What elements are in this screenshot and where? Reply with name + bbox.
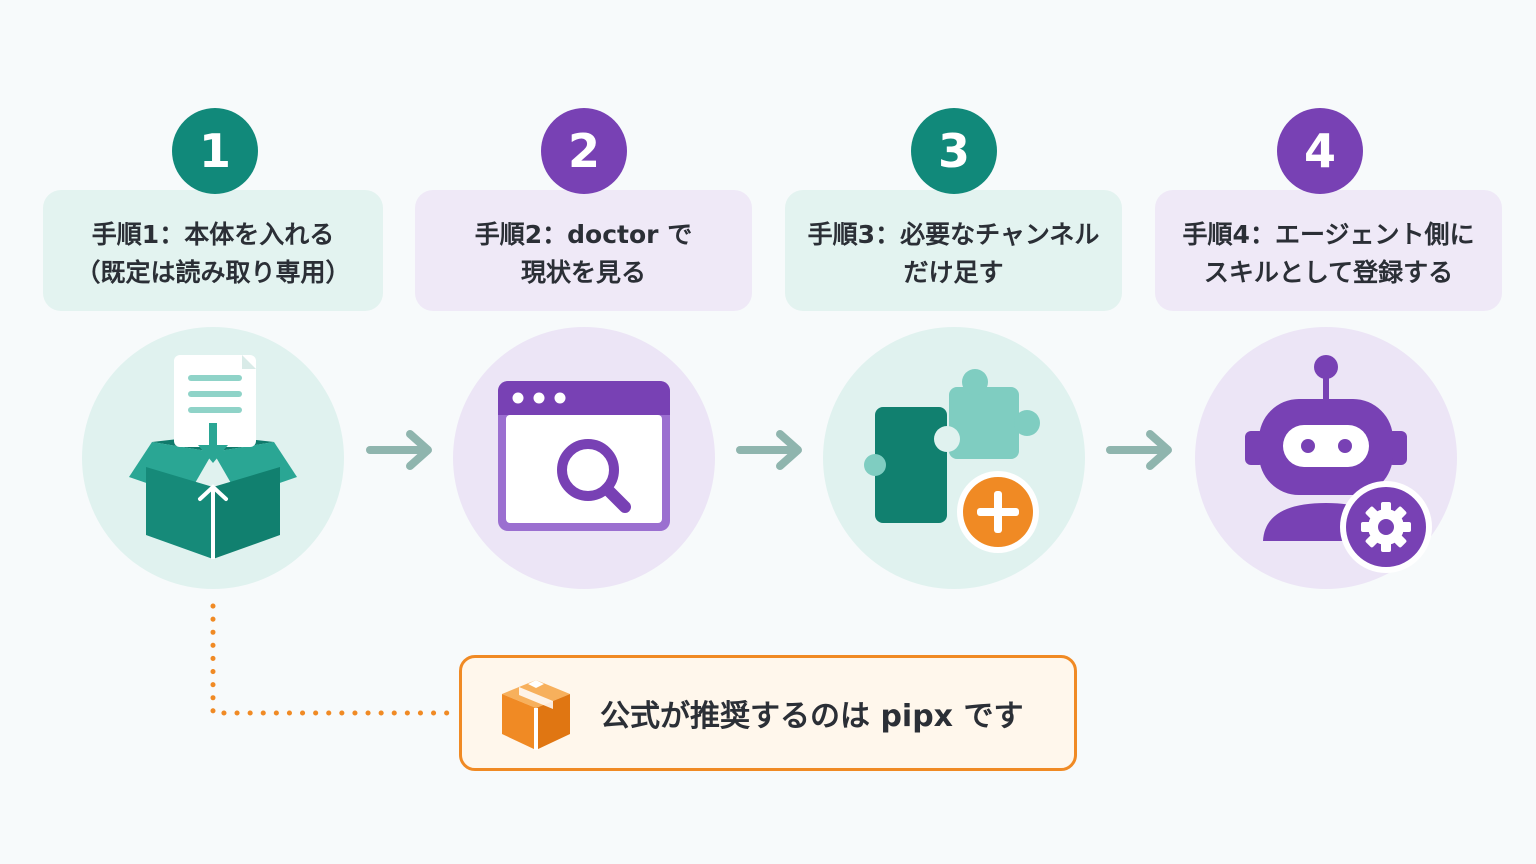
- step-2-title: 手順2：doctor で: [474, 219, 693, 249]
- step-2-subtitle: 現状を見る: [520, 257, 646, 287]
- step-1-subtitle: （既定は読み取り専用）: [75, 257, 351, 287]
- orange-box-icon: [502, 680, 570, 750]
- browser-search-icon: [498, 381, 670, 531]
- puzzle-add-icon: [864, 369, 1040, 553]
- step-1-title: 手順1：本体を入れる: [91, 219, 335, 249]
- pipx-note-box: 公式が推奨するのは pipx です: [459, 655, 1077, 771]
- step-3-label-box: 手順3：必要なチャンネル だけ足す: [785, 190, 1122, 311]
- pipx-note-text: 公式が推奨するのは pipx です: [600, 699, 1024, 734]
- robot-gear-icon: [1245, 355, 1432, 573]
- arrow-1-to-2: [366, 430, 432, 470]
- step-4-subtitle: スキルとして登録する: [1203, 257, 1454, 287]
- step-4-number-badge: 4: [1277, 108, 1363, 194]
- step-1-number-badge: 1: [172, 108, 258, 194]
- step-3-icon-circle: [823, 327, 1085, 589]
- arrow-3-to-4: [1106, 430, 1172, 470]
- step-3-title: 手順3：必要なチャンネル: [807, 219, 1100, 249]
- arrow-2-to-3: [736, 430, 802, 470]
- step-3-subtitle: だけ足す: [903, 257, 1004, 287]
- step-1-label-box: 手順1：本体を入れる （既定は読み取り専用）: [43, 190, 383, 311]
- step-1-icon-circle: [82, 327, 344, 589]
- step-2-icon-circle: [453, 327, 715, 589]
- step-3-number-badge: 3: [911, 108, 997, 194]
- step-2-label-box: 手順2：doctor で 現状を見る: [415, 190, 752, 311]
- step-4-label-box: 手順4：エージェント側に スキルとして登録する: [1155, 190, 1502, 311]
- step-4-title: 手順4：エージェント側に: [1182, 219, 1475, 249]
- step-2-number-badge: 2: [541, 108, 627, 194]
- step-4-icon-circle: [1195, 327, 1457, 589]
- package-download-icon: [129, 355, 297, 559]
